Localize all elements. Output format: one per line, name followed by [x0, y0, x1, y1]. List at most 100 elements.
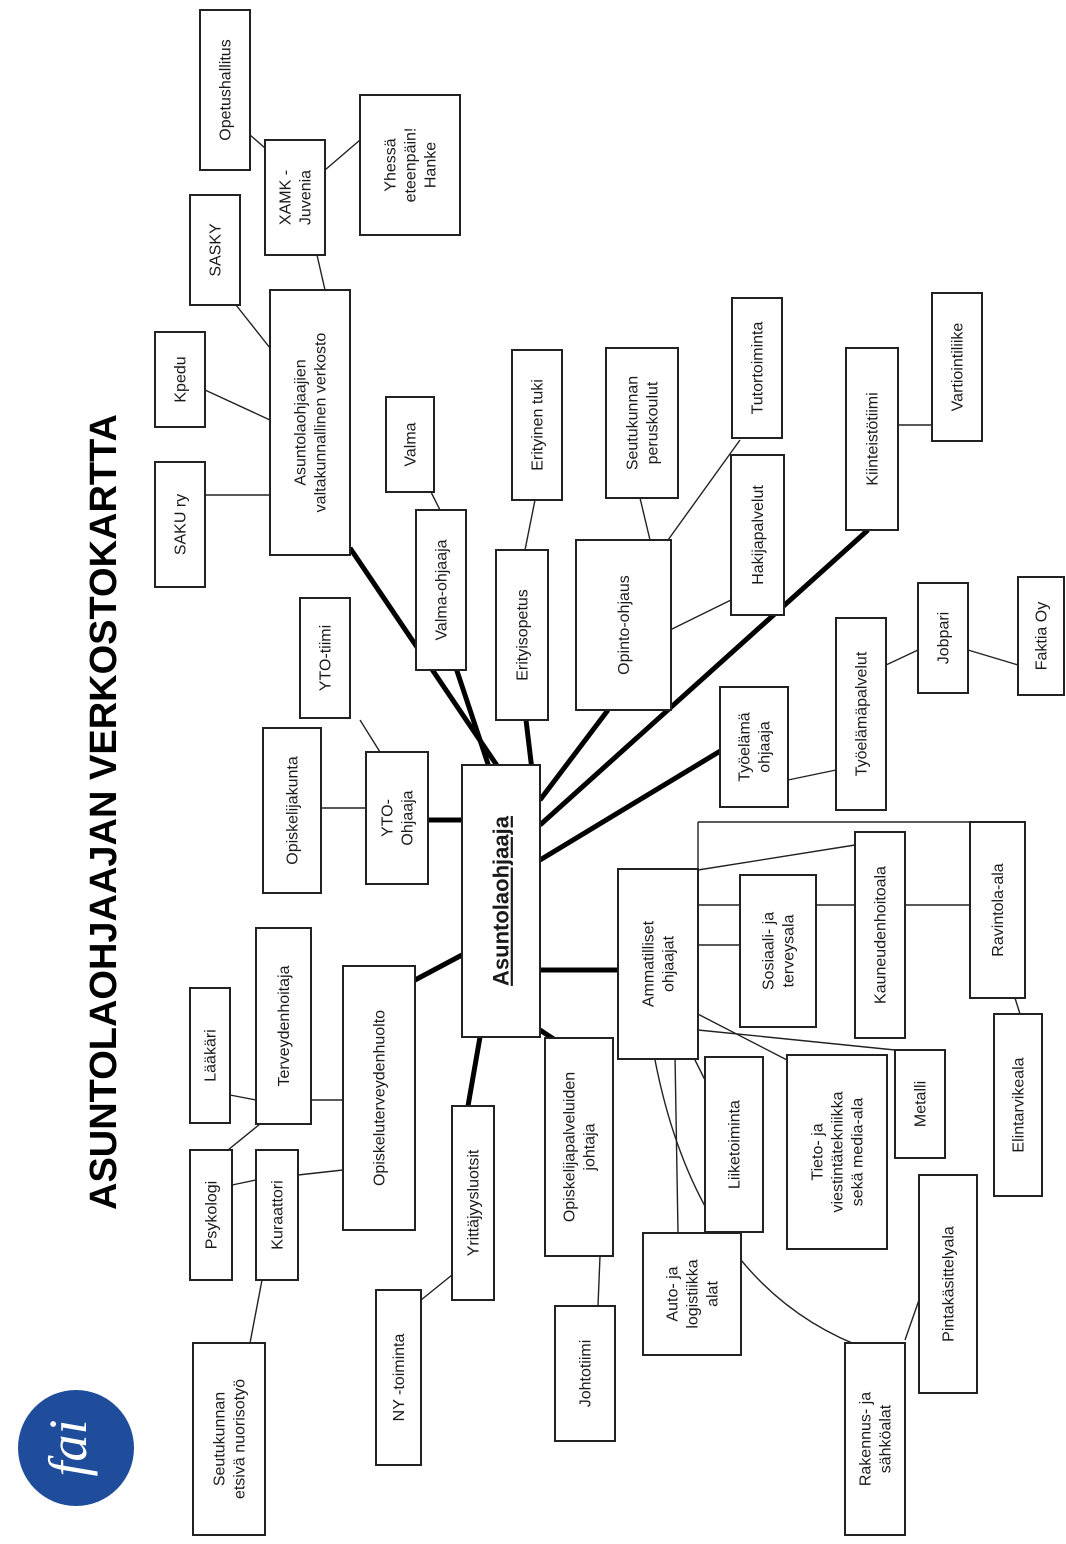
node-box: [154, 461, 206, 588]
node-label: Kpedu: [173, 356, 190, 402]
link-16: [967, 649, 1019, 666]
link-23: [420, 1274, 453, 1301]
node-box: [495, 549, 549, 721]
node-label-line: Lääkäri: [203, 1029, 220, 1081]
page-title: ASUNTOLAOHJAAJAN VERKOSTOKARTTA: [83, 414, 125, 1210]
link-4: [204, 389, 271, 421]
link-2: [316, 254, 326, 291]
node-label: Johtotiimi: [578, 1340, 595, 1408]
node-label-line: Tieto- ja: [810, 1123, 827, 1180]
node-box: [511, 349, 563, 501]
node-label: XAMK -Juvenia: [278, 170, 315, 225]
node-label-line: peruskoulut: [645, 381, 662, 464]
node-box: [192, 1342, 266, 1536]
node-label-line: Yhessä: [383, 138, 400, 191]
node-label: Liiketoiminta: [727, 1100, 744, 1189]
node-label-line: Valma-ohjaaja: [434, 539, 451, 640]
node-box: [189, 194, 241, 306]
node-box: [786, 1054, 888, 1250]
node-jobpari: Jobpari: [917, 582, 969, 694]
node-box: [385, 396, 435, 493]
node-label: Kiinteistötiimi: [865, 392, 882, 485]
node-label-line: Työelämä: [737, 712, 754, 781]
node-label-line: Kauneudenhoitoala: [873, 866, 890, 1004]
node-label: Jobpari: [936, 612, 953, 664]
node-erityisopetus: Erityisopetus: [495, 549, 549, 721]
node-label: NY -toiminta: [391, 1334, 408, 1422]
node-label-line: NY -toiminta: [391, 1334, 408, 1422]
node-label-line: Erityinen tuki: [530, 379, 547, 471]
node-label-line: alat: [705, 1281, 722, 1307]
node-label-line: viestintätekniikka: [830, 1091, 847, 1212]
node-label: Erityisopetus: [515, 589, 532, 681]
link-21: [297, 1169, 344, 1176]
node-kiinteistotiimi: Kiinteistötiimi: [845, 347, 899, 531]
node-label-line: Psykologi: [204, 1181, 221, 1249]
node-label: Metalli: [913, 1081, 930, 1127]
node-valma: Valma: [385, 396, 435, 493]
node-box: [844, 1342, 906, 1536]
node-label-line: XAMK -: [278, 170, 295, 225]
node-box: [917, 582, 969, 694]
node-yto-ohjaaja: YTO-Ohjaaja: [365, 751, 429, 885]
spoke-yrittajyysluotsit: [465, 1036, 483, 1107]
node-label: Hakijapalvelut: [750, 485, 767, 585]
node-label-line: johtaja: [582, 1123, 599, 1171]
link-31: [674, 1054, 679, 1234]
node-label: Lääkäri: [203, 1029, 220, 1081]
node-label-line: Kiinteistötiimi: [865, 392, 882, 485]
node-opiskeluterveydenhuolto: Opiskeluterveydenhuolto: [342, 965, 416, 1231]
link-12: [359, 719, 381, 753]
node-box: [739, 874, 817, 1028]
node-box: [854, 831, 906, 1039]
node-box: [719, 686, 789, 808]
node-box: [262, 727, 322, 894]
node-label-line: Sosiaali- ja: [761, 912, 778, 990]
node-label-line: Ravintola-ala: [990, 863, 1007, 956]
node-box: [359, 94, 461, 236]
node-label-line: YTO-: [380, 799, 397, 837]
link-3: [231, 299, 271, 349]
link-24: [597, 1255, 601, 1307]
node-box: [931, 292, 983, 442]
node-label: SASKY: [208, 223, 225, 277]
node-label: SAKU ry: [173, 494, 190, 555]
node-label-line: Jobpari: [936, 612, 953, 664]
node-label: Faktia Oy: [1034, 602, 1051, 670]
link-10: [669, 599, 732, 631]
node-box: [1017, 576, 1065, 696]
spoke-valma_ohjaaja: [453, 667, 493, 771]
node-label: Työelämäpalvelut: [854, 651, 871, 776]
node-box: [605, 347, 679, 499]
link-15: [885, 649, 919, 666]
node-opiskelijakunta: Opiskelijakunta: [262, 727, 322, 894]
spoke-tyoelama_ohjaaja: [538, 747, 724, 863]
node-label-line: Metalli: [913, 1081, 930, 1127]
node-box: [575, 539, 672, 711]
node-label: Vartiointiliike: [950, 323, 967, 412]
node-center: Asuntolaohjaaja: [461, 764, 541, 1038]
node-label-line: Tutortoiminta: [750, 322, 767, 415]
link-20: [231, 1179, 257, 1186]
node-label-line: Faktia Oy: [1034, 602, 1051, 670]
node-box: [835, 617, 887, 811]
spoke-kiinteistotiimi: [538, 528, 870, 827]
node-label: Valma: [403, 422, 420, 466]
node-box: [845, 347, 899, 531]
node-box: [730, 454, 785, 616]
node-label-line: SAKU ry: [173, 494, 190, 555]
node-label-line: Valma: [403, 422, 420, 466]
node-label-line: Vartiointiliike: [950, 323, 967, 412]
node-label: YTO-Ohjaaja: [380, 790, 417, 845]
